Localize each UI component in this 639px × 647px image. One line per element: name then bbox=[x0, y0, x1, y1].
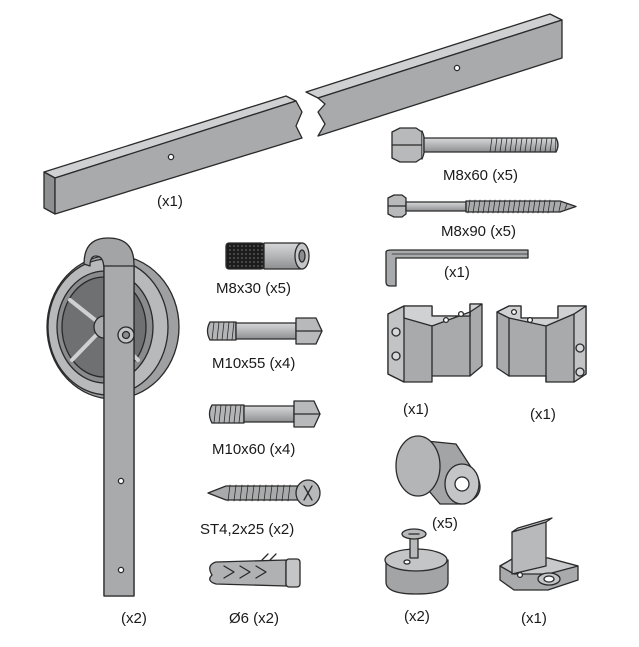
hex-key-illustration bbox=[386, 250, 528, 286]
label-bolt-m8x60: M8x60 (x5) bbox=[443, 167, 519, 184]
floor-guide-l-illustration bbox=[500, 518, 578, 590]
label-stopper: (x5) bbox=[432, 515, 458, 532]
label-floor-guide-l: (x1) bbox=[521, 610, 547, 627]
label-bracket-left: (x1) bbox=[403, 401, 429, 418]
bolt-m10x55-illustration bbox=[208, 318, 323, 344]
stopper-illustration bbox=[396, 436, 480, 504]
label-floor-guide-round: (x2) bbox=[404, 608, 430, 625]
label-bolt-m10x60: M10x60 (x4) bbox=[212, 441, 296, 458]
floor-guide-round-illustration bbox=[385, 529, 448, 594]
label-hanger-wheel: (x2) bbox=[121, 610, 147, 627]
bracket-right-illustration bbox=[497, 306, 586, 382]
track-rail-illustration bbox=[44, 14, 562, 214]
bolt-m8x60-illustration bbox=[392, 128, 558, 162]
label-spacer-m8x30: M8x30 (x5) bbox=[216, 280, 292, 297]
anchor-6-illustration bbox=[210, 554, 300, 587]
label-screw-st4: ST4,2x25 (x2) bbox=[200, 521, 295, 538]
label-track-rail: (x1) bbox=[157, 193, 183, 210]
hanger-wheel-illustration bbox=[47, 238, 179, 596]
label-bracket-right: (x1) bbox=[530, 406, 556, 423]
label-bolt-m8x90: M8x90 (x5) bbox=[441, 223, 517, 240]
bracket-left-illustration bbox=[388, 304, 482, 382]
label-hex-key: (x1) bbox=[444, 264, 470, 281]
bolt-m8x90-illustration bbox=[388, 195, 576, 217]
bolt-m10x60-illustration bbox=[210, 401, 321, 427]
label-anchor-6: Ø6 (x2) bbox=[229, 610, 280, 627]
spacer-m8x30-illustration bbox=[226, 243, 309, 269]
screw-st4-illustration bbox=[208, 480, 320, 506]
label-bolt-m10x55: M10x55 (x4) bbox=[212, 355, 296, 372]
